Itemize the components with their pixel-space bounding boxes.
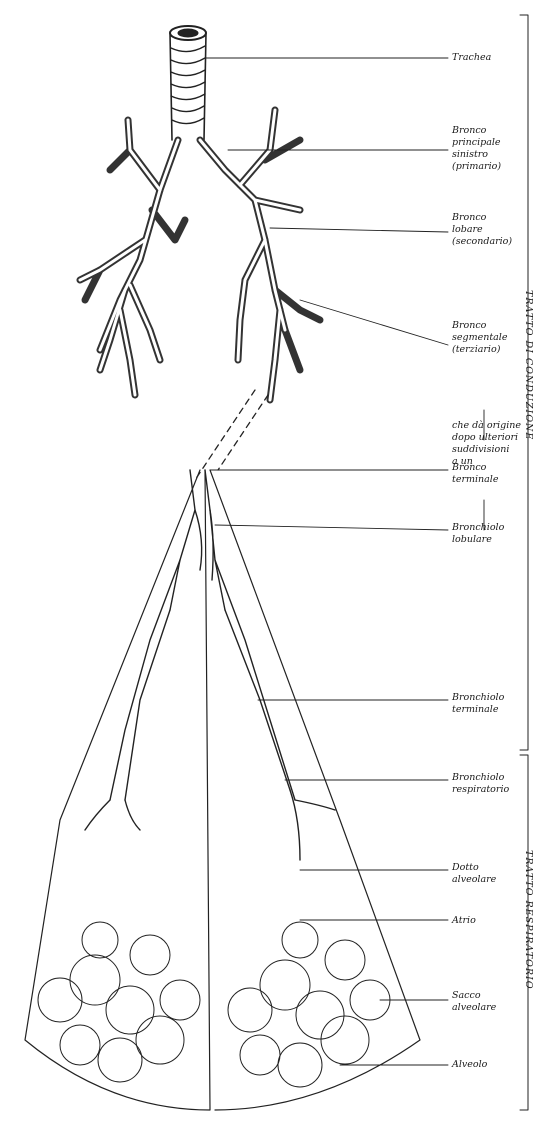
acinus-outline [25,470,420,1110]
alveolar-sacs-right [228,922,390,1087]
label-bronchiolo-terminale: Bronchiolo terminale [452,692,504,716]
label-atrio: Atrio [452,915,476,927]
leader-lines [205,58,484,1065]
trachea-drawing [170,26,206,140]
label-bronco-lobare: Bronco lobare (secondario) [452,212,512,248]
label-bronchiolo-lobulare: Bronchiolo lobulare [452,522,504,546]
label-sacco-alveolare: Sacco alveolare [452,990,496,1014]
label-bronchiolo-respiratorio: Bronchiolo respiratorio [452,772,509,796]
label-origine: che dà origine dopo ulteriori suddivisio… [452,420,521,468]
dashed-continuation [195,390,268,480]
alveolar-sacs-left [38,922,200,1082]
label-dotto-alveolare: Dotto alveolare [452,862,496,886]
label-bronco-segmentale: Bronco segmentale (terziario) [452,320,507,356]
label-trachea: Trachea [452,52,491,64]
section-respiratorio: TRATTO RESPIRATORIO [523,850,534,990]
label-alveolo: Alveolo [452,1059,487,1071]
section-conduzione: TRATTO DI CONDUZIONE [523,290,534,440]
left-bronchial-tree [200,110,320,400]
label-bronco-principale: Bronco principale sinistro (primario) [452,125,501,173]
label-bronco-terminale: Bronco terminale [452,462,498,486]
